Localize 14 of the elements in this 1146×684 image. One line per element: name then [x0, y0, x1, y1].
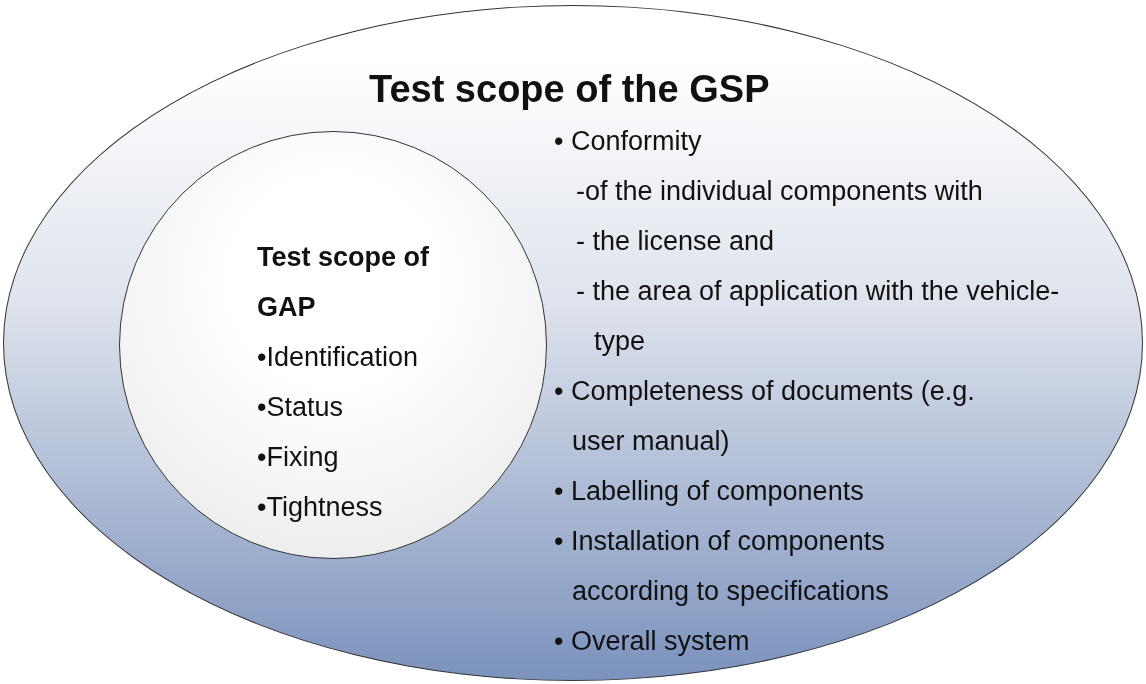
scope-title: Test scope of GAP	[257, 241, 431, 324]
bullet-item: - the area of application with the vehicle-type	[576, 275, 1061, 358]
bullet-item: • Conformity	[554, 125, 702, 158]
bullet-item: - the license and	[576, 225, 775, 258]
bullet-item: • Installation of components according to specifications	[554, 525, 890, 608]
bullet-item: • Overall system	[554, 625, 750, 658]
bullet-item: •Status	[257, 391, 343, 424]
scope-title: Test scope of the GSP	[369, 67, 770, 112]
bullet-item: • Completeness of documents (e.g. user manual)	[554, 375, 976, 458]
bullet-item: -of the individual components with	[576, 175, 983, 208]
bullet-item: •Fixing	[257, 441, 339, 474]
bullet-item: •Identification	[257, 341, 419, 374]
bullet-item: •Tightness	[257, 491, 383, 524]
bullet-item: • Labelling of components	[554, 475, 864, 508]
